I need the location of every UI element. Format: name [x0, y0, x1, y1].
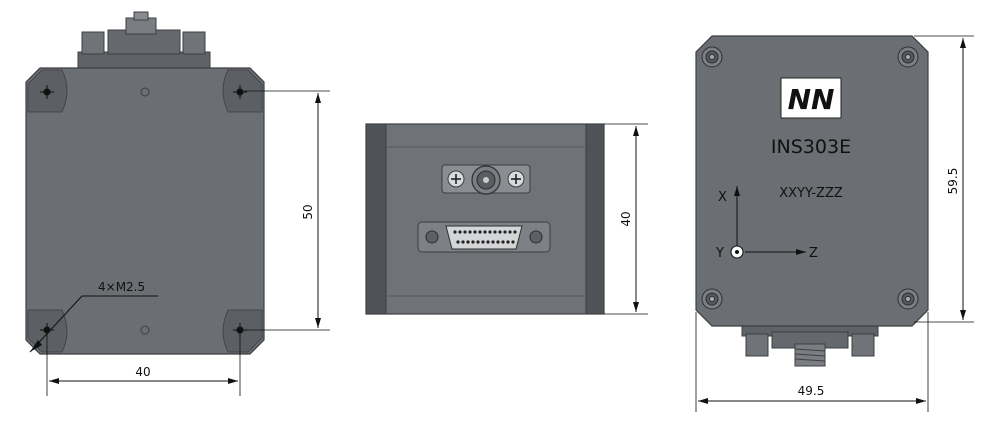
top-connector — [77, 11, 211, 71]
bottom-connector — [741, 321, 879, 367]
right-width-value: 49.5 — [798, 384, 825, 398]
db-connector — [417, 221, 551, 253]
middle-height-value: 40 — [619, 211, 633, 226]
middle-height-dimension: 40 — [604, 123, 648, 315]
right-width-dimension: 49.5 — [695, 312, 929, 412]
antenna-connector — [441, 164, 531, 195]
axis-indicator: X Y Z — [715, 186, 818, 261]
screw-icon — [701, 46, 919, 310]
right-body — [695, 35, 929, 327]
right-view: NN INS303E XXYY-ZZZ X Y Z 59.5 49.5 — [695, 35, 974, 412]
left-height-dimension: 50 — [244, 90, 330, 331]
svg-text:NN: NN — [788, 83, 835, 116]
mounting-hole-icon — [40, 85, 247, 337]
serial-label: XXYY-ZZZ — [779, 186, 843, 201]
hole-callout: 4×M2.5 — [29, 280, 158, 353]
axis-y-label: Y — [715, 246, 724, 261]
right-height-dimension: 59.5 — [914, 35, 974, 323]
left-view: 4×M2.5 50 40 — [25, 11, 330, 396]
left-width-dimension: 40 — [46, 336, 241, 396]
axis-x-label: X — [718, 190, 727, 205]
left-body — [25, 67, 265, 355]
middle-view: 40 — [365, 123, 648, 315]
product-name: INS303E — [771, 136, 851, 158]
left-width-value: 40 — [135, 365, 150, 379]
hole-callout-text: 4×M2.5 — [98, 280, 145, 294]
axis-z-label: Z — [809, 246, 818, 261]
brand-logo: NN — [780, 77, 842, 119]
right-height-value: 59.5 — [946, 168, 960, 195]
left-height-value: 50 — [301, 204, 315, 219]
